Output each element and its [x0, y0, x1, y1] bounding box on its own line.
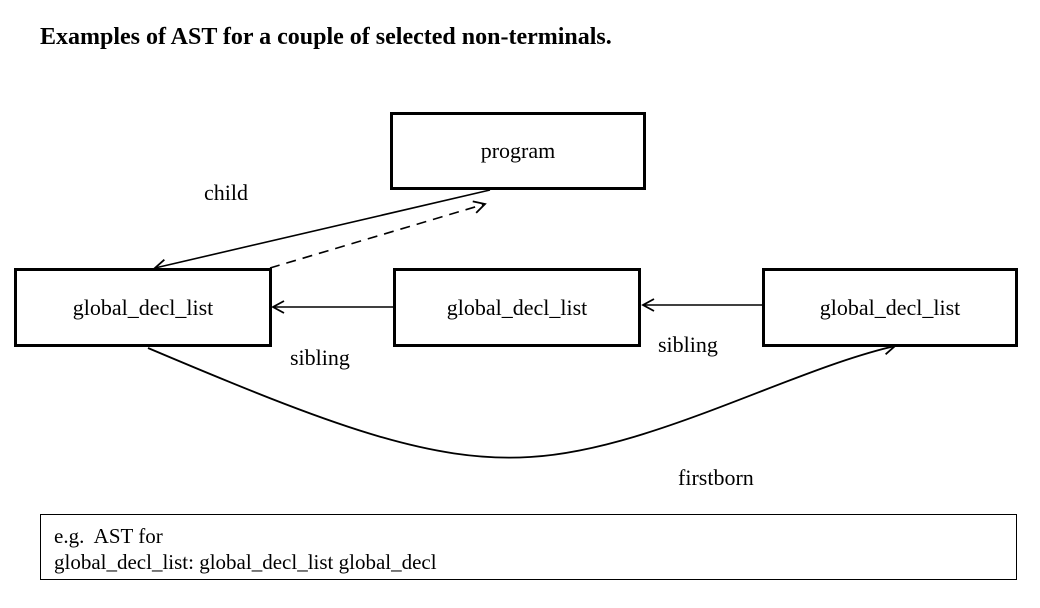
- global-decl-list-node-left: global_decl_list: [14, 268, 272, 347]
- example-note-box: e.g. AST for global_decl_list: global_de…: [40, 514, 1017, 580]
- global-decl-list-right-label: global_decl_list: [819, 294, 961, 320]
- global-decl-list-node-right: global_decl_list: [762, 268, 1018, 347]
- global-decl-list-left-label: global_decl_list: [72, 294, 214, 320]
- sibling-edge-label-1: sibling: [290, 345, 350, 370]
- page-title: Examples of AST for a couple of selected…: [40, 24, 612, 50]
- global-decl-list-node-middle: global_decl_list: [393, 268, 641, 347]
- global-decl-list-middle-label: global_decl_list: [446, 294, 588, 320]
- firstborn-edge: [147, 341, 897, 459]
- program-node-label: program: [480, 138, 556, 163]
- program-node: program: [390, 112, 646, 190]
- note-line-2: global_decl_list: global_decl_list globa…: [54, 550, 437, 574]
- firstborn-edge-label: firstborn: [678, 465, 754, 490]
- parent-edge-dashed: [269, 200, 487, 269]
- note-line-1: e.g. AST for: [54, 524, 163, 548]
- child-edge-label: child: [204, 180, 248, 205]
- sibling-edge-label-2: sibling: [658, 332, 718, 357]
- child-edge: [153, 189, 491, 273]
